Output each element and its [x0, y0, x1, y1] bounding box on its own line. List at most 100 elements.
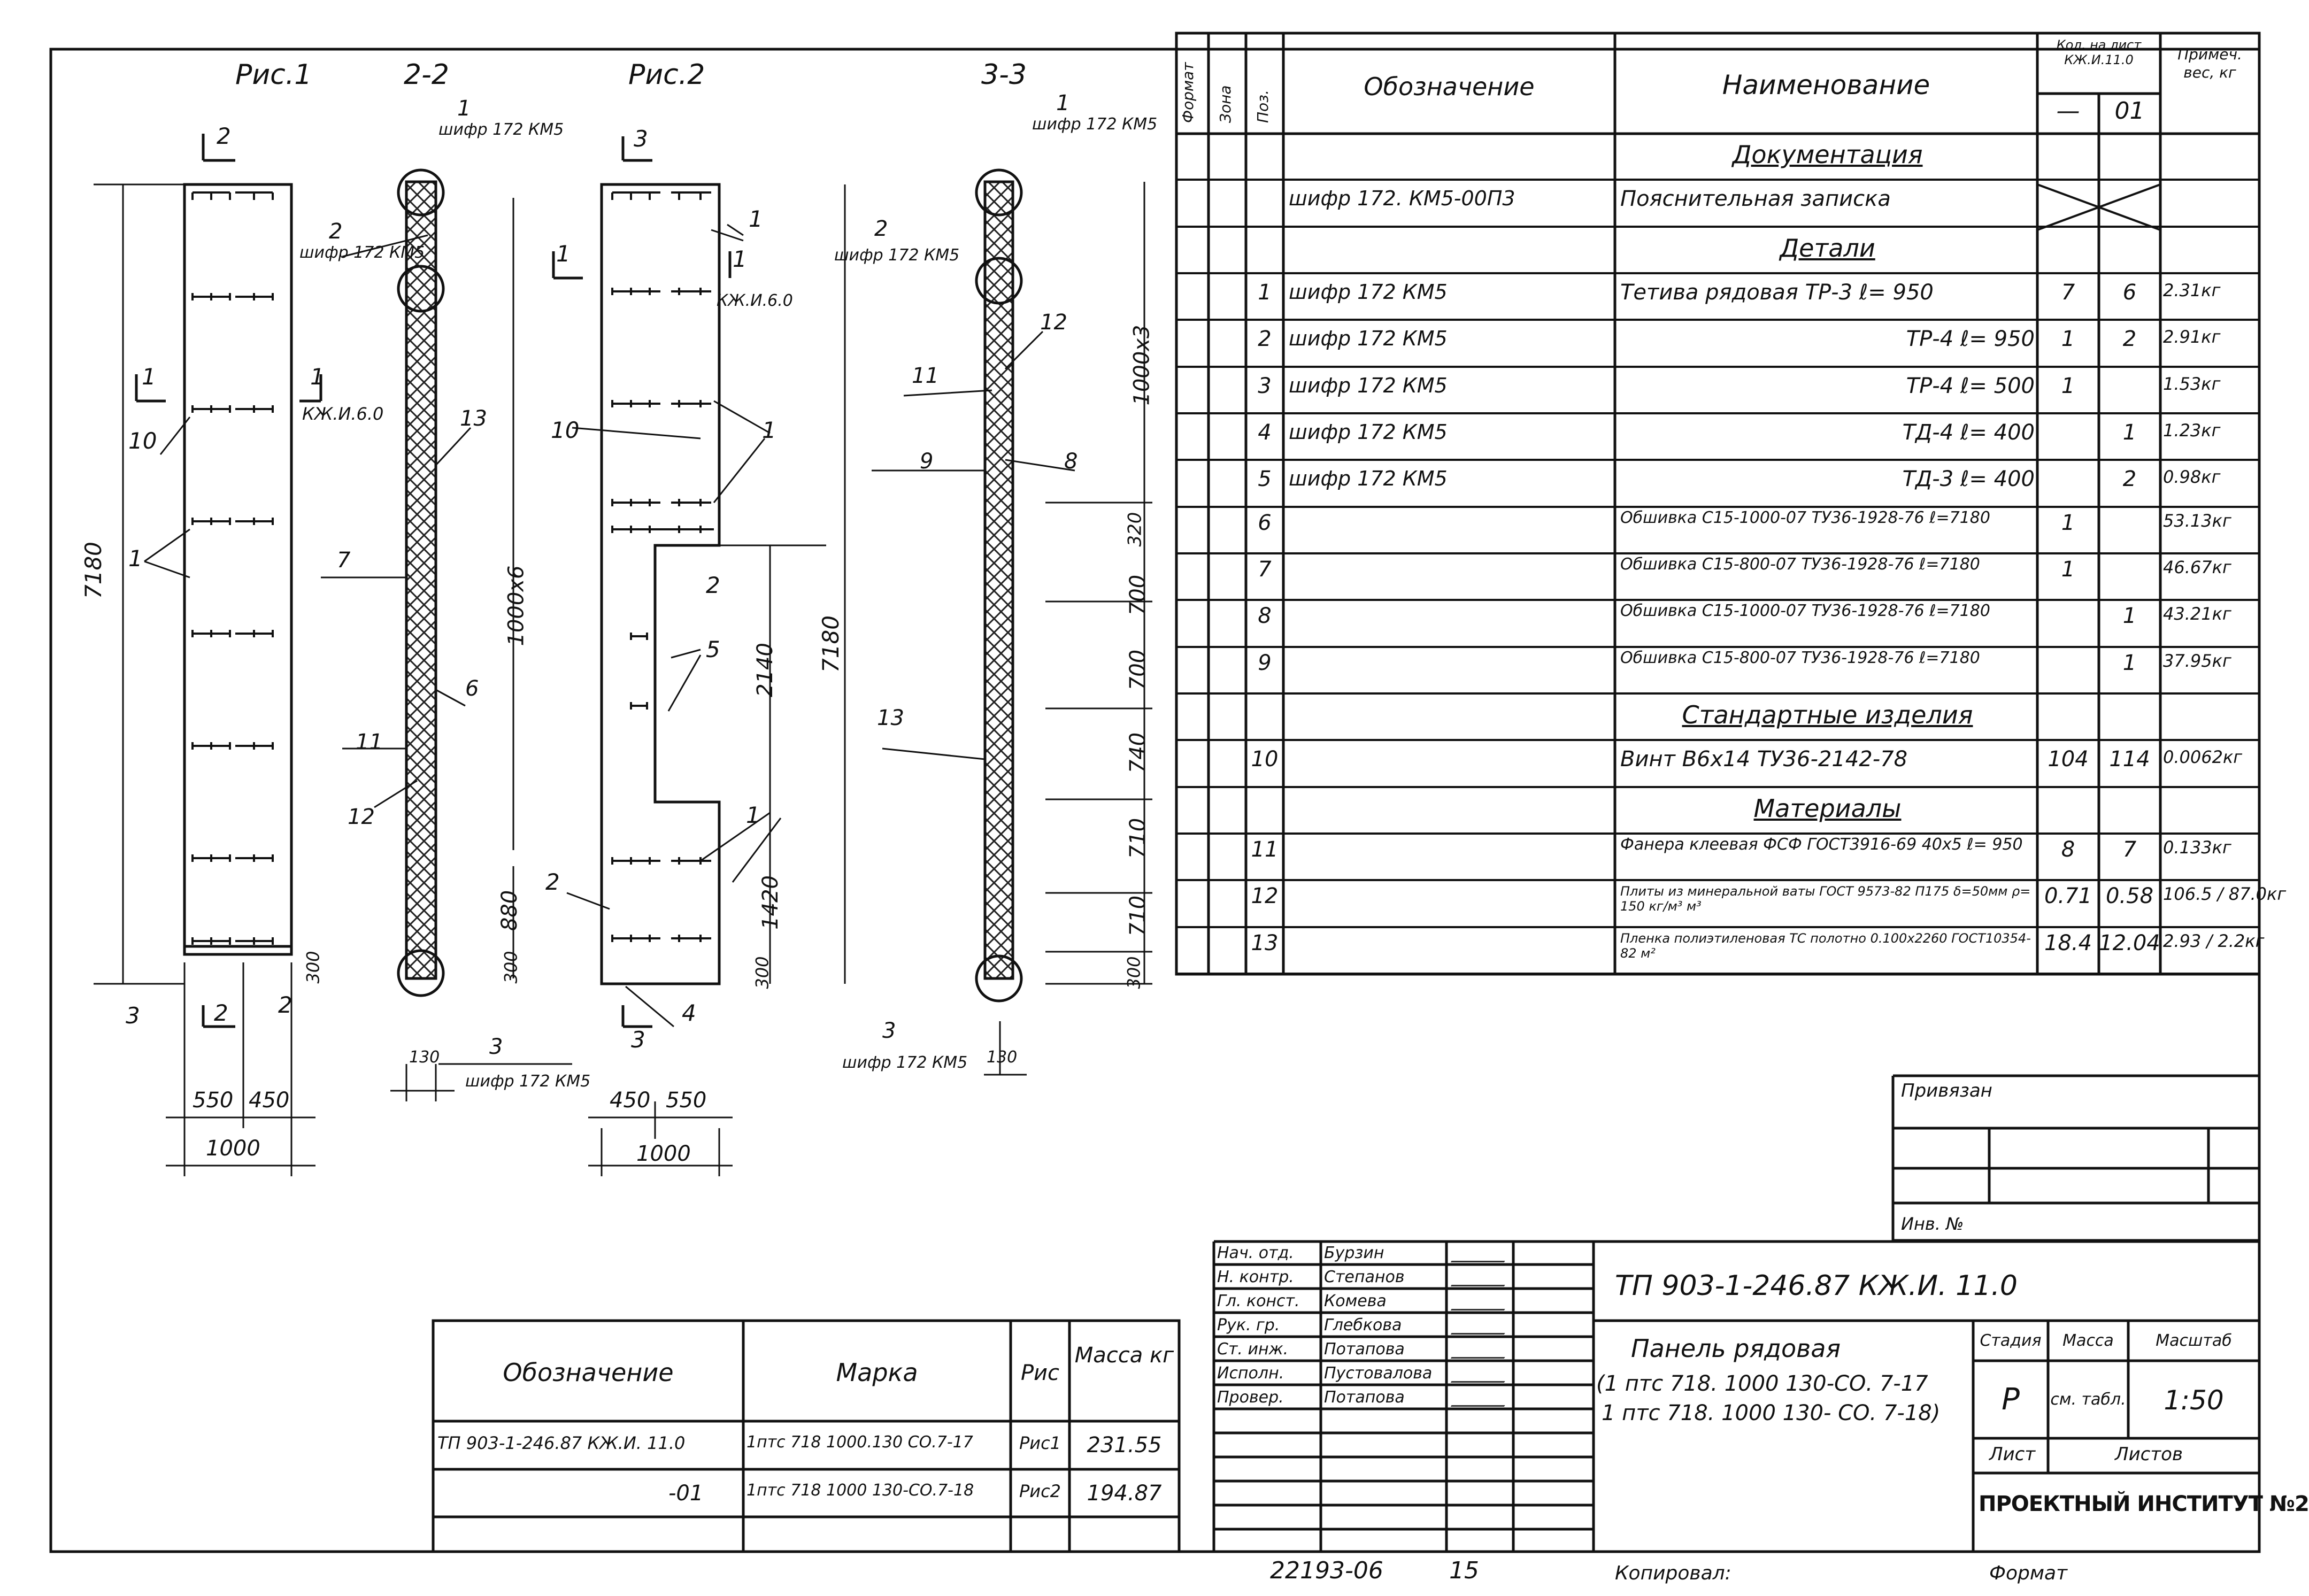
- fig2-width-total: 1000: [636, 1142, 691, 1166]
- sec33-ref-mid-num: 2: [874, 217, 888, 241]
- drawing-name-2: (1 птс 718. 1000 130-СО. 7-17: [1596, 1371, 1928, 1396]
- spec-cell-name: Обшивка С15-1000-07 ТУ36-1928-76 ℓ=7180: [1620, 508, 1990, 527]
- spec-cell-name: Материалы: [1753, 793, 1902, 823]
- spec-row: [1176, 692, 2259, 695]
- spec-h-designation: Обозначение: [1364, 72, 1535, 101]
- fig1-callout-10: 10: [128, 428, 157, 454]
- spec-row: [1176, 973, 2259, 975]
- marks-row1-des: ТП 903-1-246.87 КЖ.И. 11.0: [437, 1433, 686, 1453]
- marks-row1-fig: Рис1: [1019, 1433, 1061, 1453]
- scale-header: Масштаб: [2156, 1331, 2232, 1350]
- spec-cell-qb: 6: [2122, 280, 2137, 305]
- footer-format: Формат: [1989, 1562, 2068, 1584]
- marks-h-mark: Марка: [836, 1358, 918, 1387]
- spec-cell-pos: 3: [1258, 373, 1272, 398]
- marks-h-fig: Рис: [1020, 1361, 1060, 1385]
- marks-h-mass: Масса кг: [1074, 1343, 1174, 1368]
- fig2-callout-1c: 1: [746, 802, 760, 828]
- spec-cell-pos: 11: [1251, 837, 1279, 862]
- fig1-callout-2: 2: [278, 992, 293, 1018]
- signature: [1450, 1273, 1512, 1286]
- spec-row: [1176, 645, 2259, 648]
- fig2-callout-10: 10: [551, 417, 580, 443]
- approval-name: Бурзин: [1324, 1244, 1384, 1262]
- fig1-cut-top: 2: [217, 123, 231, 149]
- spec-cell-qb: 0.58: [2105, 884, 2154, 909]
- drawing-code: ТП 903-1-246.87 КЖ.И. 11.0: [1615, 1270, 2018, 1302]
- signature: [1450, 1345, 1512, 1359]
- sec33-dim-1000x3: 1000x3: [1129, 325, 1154, 406]
- spec-row: [1176, 459, 2259, 461]
- sec33-callout-13: 13: [877, 706, 904, 730]
- spec-row: [1176, 505, 2259, 508]
- approval-role: Н. контр.: [1217, 1268, 1294, 1286]
- sec33-dim-4: 710: [1126, 818, 1151, 859]
- footer-page: 15: [1449, 1557, 1479, 1584]
- spec-cell-qa: 1: [2061, 373, 2075, 398]
- approval-name: Глебкова: [1324, 1316, 1402, 1335]
- fig1-height-dim: 7180: [80, 542, 106, 599]
- fig2-width-450: 450: [610, 1088, 651, 1113]
- spec-row: [1176, 179, 2259, 181]
- spec-cell-note: 43.21кг: [2163, 604, 2231, 624]
- spec-h-qty-b: 01: [2114, 97, 2145, 125]
- fig2-callout-2: 2: [706, 572, 720, 598]
- spec-cell-des: шифр 172 КМ5: [1289, 373, 1448, 397]
- spec-h-name: Наименование: [1722, 70, 1930, 101]
- spec-cell-name: ТД-4 ℓ= 400: [1902, 420, 2035, 445]
- fig1-cut-bottom: 2: [214, 1000, 228, 1026]
- marks-row2-des: -01: [668, 1481, 704, 1506]
- sec22-dim-1000x6: 1000x6: [504, 565, 529, 646]
- marks-row2-mark: 1птс 718 1000 130-СО.7-18: [746, 1481, 974, 1500]
- spec-cell-qa: 7: [2061, 280, 2075, 305]
- spec-cell-name: ТД-3 ℓ= 400: [1902, 467, 2035, 492]
- spec-h-qty-a: —: [2056, 97, 2080, 125]
- spec-cell-name: Обшивка С15-800-07 ТУ36-1928-76 ℓ=7180: [1620, 555, 1980, 574]
- signature: [1450, 1249, 1512, 1262]
- spec-row: [1176, 412, 2259, 414]
- sec33-dim-0: 320: [1124, 512, 1146, 547]
- spec-cell-name: Документация: [1732, 140, 1923, 169]
- approval-name: Степанов: [1324, 1268, 1405, 1286]
- spec-row: [1176, 225, 2259, 228]
- sec33-ref-top-num: 1: [1056, 91, 1070, 115]
- marks-row2-fig: Рис2: [1019, 1481, 1061, 1501]
- fig2-cut-left: 1: [556, 241, 571, 267]
- sec33-dim-130: 130: [987, 1048, 1018, 1067]
- spec-cell-pos: 13: [1251, 930, 1279, 955]
- spec-row: [1176, 272, 2259, 274]
- spec-cell-name: Детали: [1780, 233, 1875, 263]
- sec22-callout-13: 13: [460, 406, 487, 431]
- signature: [1450, 1321, 1512, 1335]
- fig1-dim-300: 300: [303, 951, 324, 984]
- spec-cell-qb: 7: [2122, 837, 2137, 862]
- marks-row2-mass: 194.87: [1087, 1481, 1162, 1506]
- spec-row: [1176, 599, 2259, 602]
- spec-row: [1176, 926, 2259, 928]
- fig2-connectors: [566, 191, 782, 1028]
- spec-row: [1176, 739, 2259, 742]
- spec-row: [1176, 785, 2259, 788]
- scale-value: 1:50: [2164, 1385, 2224, 1416]
- sec33-callout-11: 11: [912, 364, 939, 388]
- footer-copied: Копировал:: [1615, 1562, 1731, 1584]
- fig1-cut-left: 1: [142, 364, 156, 390]
- sec22-ref-top-text: шифр 172 КМ5: [438, 120, 564, 139]
- spec-cell-qa: 1: [2061, 327, 2075, 352]
- spec-cell-qb: 2: [2122, 467, 2137, 492]
- spec-cell-pos: 5: [1258, 467, 1272, 492]
- spec-h-pos: Поз.: [1254, 90, 1272, 123]
- spec-row: [1176, 552, 2259, 554]
- marks-row1-mass: 231.55: [1087, 1433, 1162, 1458]
- fig1-panel: [183, 183, 293, 956]
- fig2-title: Рис.2: [628, 59, 705, 91]
- spec-cell-name: Пояснительная записка: [1620, 187, 1891, 212]
- drawing-name-3: 1 птс 718. 1000 130- СО. 7-18): [1602, 1401, 1941, 1425]
- marks-row1-mark: 1птс 718 1000.130 СО.7-17: [746, 1433, 973, 1452]
- approval-name: Пустовалова: [1324, 1364, 1433, 1383]
- spec-grid: [1175, 32, 2261, 976]
- spec-cell-name: Стандартные изделия: [1682, 700, 1973, 729]
- stage-value: Р: [2002, 1382, 2020, 1417]
- spec-cell-des: шифр 172 КМ5: [1289, 420, 1448, 444]
